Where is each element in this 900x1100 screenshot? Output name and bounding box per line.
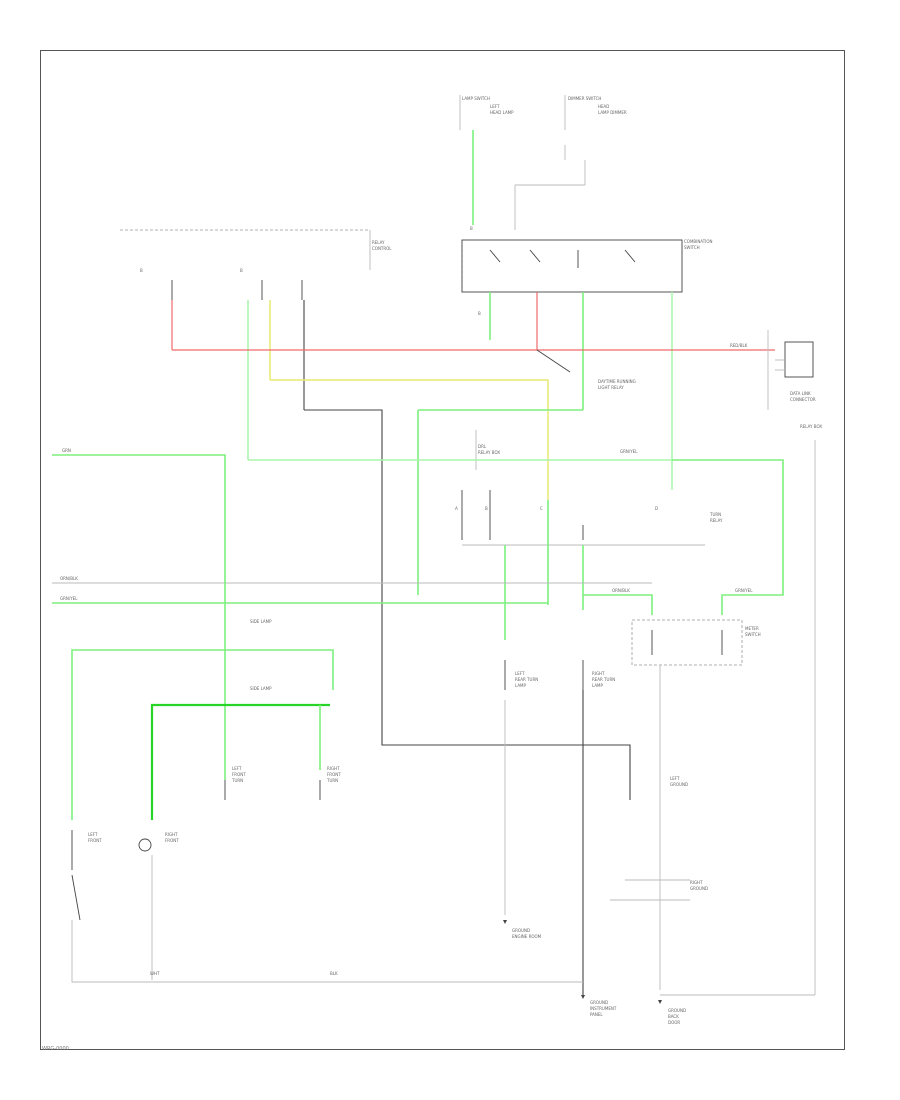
ground-left-label: LEFT: [670, 776, 680, 781]
bottom-ground-1-label-2: ENGINE ROOM: [512, 934, 542, 939]
small-label-b1: B: [140, 268, 143, 273]
data-link-label-2: CONNECTOR: [790, 397, 816, 402]
left-side-label-2: FRONT: [88, 838, 102, 843]
data-link-label: DATA LINK: [790, 391, 811, 396]
right-front-turn-label-2: FRONT: [327, 772, 341, 777]
lamp-switch-top-label: LAMP SWITCH: [462, 96, 490, 101]
grn-right-label-2: GRN/YEL: [735, 588, 753, 593]
left-front-turn-label: LEFT: [232, 766, 242, 771]
rear-turn-group: LEFT REAR TURN LAMP RIGHT REAR TURN LAMP: [504, 660, 615, 995]
ground-right-label-2: GROUND: [690, 886, 708, 891]
relay-box-label: RELAY BOX: [800, 424, 822, 429]
left-rear-turn-label-2: REAR TURN: [515, 677, 538, 682]
relay-block: DRL RELAY BOX: [248, 410, 705, 640]
yellow-wire: [270, 379, 549, 500]
connector-letter-2: B: [478, 311, 481, 316]
diagram-frame: [40, 50, 845, 1050]
small-label-b2: B: [240, 268, 243, 273]
drl-relay-label-2: RELAY BOX: [478, 450, 500, 455]
ground-symbols: GROUND ENGINE ROOM GROUND INSTRUMENT PAN…: [503, 920, 686, 1025]
left-green-wire: [52, 454, 226, 760]
connector-letter-1: B: [470, 226, 473, 231]
right-rear-turn-label-3: LAMP: [592, 683, 604, 688]
ground-left-label-2: GROUND: [670, 782, 688, 787]
daytime-relay-label: DAYTIME RUNNING: [598, 379, 636, 384]
bright-green-wire: [150, 703, 330, 820]
dimmer-switch-top-label: DIMMER SWITCH: [568, 96, 601, 101]
ground-right-label: RIGHT: [690, 880, 703, 885]
dimmer-switch-top-label-3: LAMP DIMMER: [598, 110, 627, 115]
turn-relay-label-2: RELAY: [710, 518, 723, 523]
bottom-ground-3-label: GROUND: [590, 1000, 608, 1005]
bottom-ground-1-label: GROUND: [512, 928, 530, 933]
right-rear-turn-label-2: REAR TURN: [592, 677, 615, 682]
grn-right-label: GRN/YEL: [620, 449, 638, 454]
turn-relay-label: TURN: [709, 512, 721, 517]
green-loop-wire: [71, 649, 334, 820]
ylw-left-label: GRN/YEL: [60, 596, 78, 601]
black-wire: [304, 409, 631, 800]
side-lamp-group: SIDE LAMP SIDE LAMP LEFT FRONT TURN RIGH…: [71, 619, 341, 980]
grn-label: GRN: [62, 448, 71, 453]
dimmer-switch-top-label-2: HEAD: [598, 104, 609, 109]
left-rear-turn-label-3: LAMP: [515, 683, 527, 688]
orn-right-label: ORN/BLK: [612, 588, 630, 593]
right-green-wire: [672, 459, 784, 615]
bus-line-3: [583, 594, 653, 615]
wht-label: WHT: [150, 971, 160, 976]
blk-left-label: ORN/BLK: [60, 576, 78, 581]
right-rear-turn-label: RIGHT: [592, 671, 605, 676]
data-link-connector: DATA LINK CONNECTOR: [767, 330, 816, 410]
right-relay-group: GRN/YEL TURN RELAY RELAY BOX: [620, 424, 822, 995]
lamp-switch-top-label-3: HEAD LAMP: [490, 110, 514, 115]
bottom-ground-3-label-2: INSTRUMENT: [590, 1006, 617, 1011]
left-rear-turn-label: LEFT: [515, 671, 525, 676]
daytime-relay-label-2: LIGHT RELAY: [598, 385, 624, 390]
top-switch-group: LAMP SWITCH LEFT HEAD LAMP DIMMER SWITCH…: [459, 95, 627, 230]
left-side-label: LEFT: [88, 832, 98, 837]
right-side-label: RIGHT: [165, 832, 178, 837]
combination-switch-box: COMBINATION SWITCH: [461, 239, 713, 490]
front-side-label: SIDE LAMP: [250, 619, 272, 624]
bottom-ground-3-label-3: PANEL: [590, 1012, 603, 1017]
right-front-turn-label: RIGHT: [327, 766, 340, 771]
bottom-ground-4-label-2: BACK: [668, 1014, 679, 1019]
drl-relay-label: DRL: [478, 444, 487, 449]
bottom-ground-4-label-3: DOOR: [668, 1020, 680, 1025]
connector-letter-a: A: [455, 506, 458, 511]
blk-label: BLK: [330, 971, 338, 976]
meter-group: METER SWITCH LEFT GROUND RIGHT GROUND: [610, 619, 761, 990]
combination-switch-label: COMBINATION: [684, 239, 713, 244]
lamp-switch-top-label-2: LEFT: [490, 104, 500, 109]
right-side-label-2: FRONT: [165, 838, 179, 843]
connector-letter-b: B: [485, 506, 488, 511]
front-side-label-2: SIDE LAMP: [250, 686, 272, 691]
left-front-turn-label-2: FRONT: [232, 772, 246, 777]
combination-meter-label: METER: [745, 626, 759, 631]
relay-right-label-2: CONTROL: [372, 246, 392, 251]
bottom-ground-4-label: GROUND: [668, 1008, 686, 1013]
bottom-ground-bus: [71, 920, 583, 983]
combination-meter-label-2: SWITCH: [745, 632, 761, 637]
left-front-turn-label-3: TURN: [231, 778, 243, 783]
footer-code: WRG-0000: [42, 1046, 69, 1052]
combination-switch-label-2: SWITCH: [684, 245, 700, 250]
right-front-turn-label-3: TURN: [326, 778, 338, 783]
relay-right-label: RELAY: [372, 240, 385, 245]
red-main-label: RED/BLK: [730, 343, 748, 348]
connector-letter-d: D: [655, 506, 658, 511]
connector-letter-c: C: [540, 506, 543, 511]
lamp-switch-group: RELAY CONTROL B B: [120, 229, 392, 460]
